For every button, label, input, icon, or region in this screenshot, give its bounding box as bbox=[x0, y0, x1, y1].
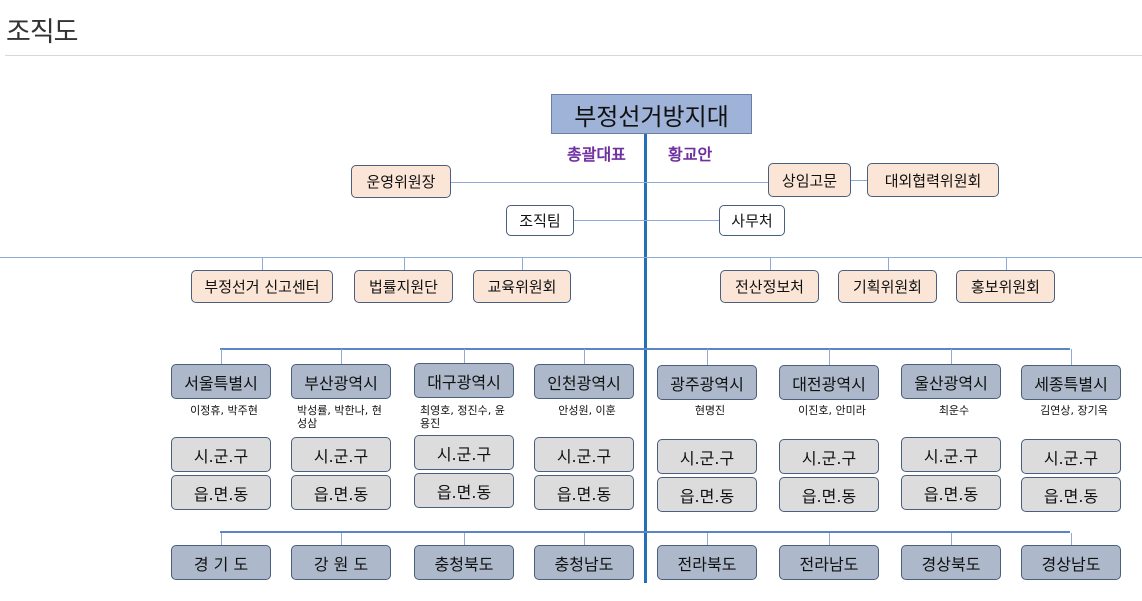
org-team-box: 조직팀 bbox=[506, 205, 574, 236]
operations-chief-box: 운영위원장 bbox=[351, 165, 451, 198]
connector bbox=[951, 533, 952, 545]
connector bbox=[221, 349, 222, 364]
province-box: 전라남도 bbox=[779, 545, 879, 580]
org-head-box: 부정선거방지대 bbox=[551, 94, 752, 134]
department-box: 전산정보처 bbox=[720, 270, 819, 303]
connector bbox=[262, 257, 263, 270]
region-members: 최영호, 정진수, 윤용진 bbox=[420, 404, 505, 430]
town-box: 읍.면.동 bbox=[1021, 477, 1121, 512]
town-box: 읍.면.동 bbox=[171, 475, 271, 510]
connector bbox=[584, 533, 585, 545]
secretariat-box: 사무처 bbox=[719, 205, 785, 236]
connector bbox=[220, 531, 1070, 533]
district-box: 시.군.구 bbox=[534, 437, 634, 472]
province-box: 경 기 도 bbox=[171, 545, 271, 580]
district-box: 시.군.구 bbox=[414, 435, 514, 470]
region-box: 인천광역시 bbox=[534, 364, 634, 399]
connector bbox=[851, 180, 867, 181]
province-box: 경상북도 bbox=[901, 545, 1001, 580]
leader-name: 황교안 bbox=[668, 145, 713, 164]
connector bbox=[464, 533, 465, 545]
page-title: 조직도 bbox=[6, 17, 79, 48]
main-connector bbox=[644, 134, 647, 583]
region-box: 울산광역시 bbox=[901, 364, 1001, 399]
department-box: 교육위원회 bbox=[473, 270, 571, 303]
connector bbox=[829, 533, 830, 545]
connector bbox=[1071, 533, 1072, 545]
region-box: 광주광역시 bbox=[657, 365, 757, 400]
connector bbox=[464, 349, 465, 363]
district-box: 시.군.구 bbox=[779, 439, 879, 474]
province-box: 강 원 도 bbox=[291, 545, 391, 580]
advisor-box: 상임고문 bbox=[768, 163, 851, 197]
connector bbox=[0, 257, 1142, 258]
connector bbox=[829, 349, 830, 365]
connector bbox=[451, 182, 768, 183]
connector bbox=[584, 349, 585, 364]
region-members: 현명진 bbox=[694, 404, 726, 417]
province-box: 충청남도 bbox=[534, 545, 634, 580]
connector bbox=[341, 349, 342, 364]
town-box: 읍.면.동 bbox=[534, 475, 634, 510]
region-members: 이정휴, 박주현 bbox=[190, 404, 258, 417]
region-box: 대구광역시 bbox=[414, 363, 514, 398]
connector bbox=[707, 349, 708, 365]
connector bbox=[403, 257, 405, 270]
region-members: 안성원, 이훈 bbox=[558, 404, 616, 417]
province-box: 경상남도 bbox=[1021, 545, 1121, 580]
connector bbox=[707, 533, 708, 545]
district-box: 시.군.구 bbox=[657, 439, 757, 474]
region-members: 최운수 bbox=[938, 404, 970, 417]
connector bbox=[1005, 257, 1007, 270]
connector bbox=[221, 533, 222, 545]
connector bbox=[769, 257, 771, 270]
town-box: 읍.면.동 bbox=[291, 475, 391, 510]
external-committee-box: 대외협력위원회 bbox=[867, 163, 999, 197]
town-box: 읍.면.동 bbox=[901, 475, 1001, 510]
title-divider bbox=[5, 55, 1142, 56]
department-box: 부정선거 신고센터 bbox=[191, 270, 333, 303]
region-box: 대전광역시 bbox=[779, 365, 879, 400]
region-members: 김연상, 장기옥 bbox=[1040, 404, 1108, 417]
department-box: 홍보위원회 bbox=[956, 270, 1055, 303]
connector bbox=[887, 257, 889, 270]
town-box: 읍.면.동 bbox=[657, 477, 757, 512]
town-box: 읍.면.동 bbox=[779, 477, 879, 512]
department-box: 법률지원단 bbox=[354, 270, 453, 303]
connector bbox=[220, 348, 1070, 350]
district-box: 시.군.구 bbox=[291, 437, 391, 472]
connector bbox=[341, 533, 342, 545]
province-box: 충청북도 bbox=[414, 545, 514, 580]
region-members: 박성률, 박한나, 현성삼 bbox=[297, 404, 382, 430]
province-box: 전라북도 bbox=[657, 545, 757, 580]
region-box: 부산광역시 bbox=[291, 364, 391, 399]
region-box: 서울특별시 bbox=[171, 364, 271, 399]
department-box: 기획위원회 bbox=[838, 270, 937, 303]
district-box: 시.군.구 bbox=[1021, 439, 1121, 474]
town-box: 읍.면.동 bbox=[414, 473, 514, 508]
region-box: 세종특별시 bbox=[1021, 365, 1121, 400]
connector bbox=[522, 257, 523, 270]
region-members: 이진호, 안미라 bbox=[798, 404, 866, 417]
connector bbox=[574, 220, 719, 221]
district-box: 시.군.구 bbox=[901, 437, 1001, 472]
leader-role: 총괄대표 bbox=[567, 145, 626, 164]
connector bbox=[951, 349, 952, 364]
district-box: 시.군.구 bbox=[171, 437, 271, 472]
connector bbox=[1071, 349, 1072, 365]
